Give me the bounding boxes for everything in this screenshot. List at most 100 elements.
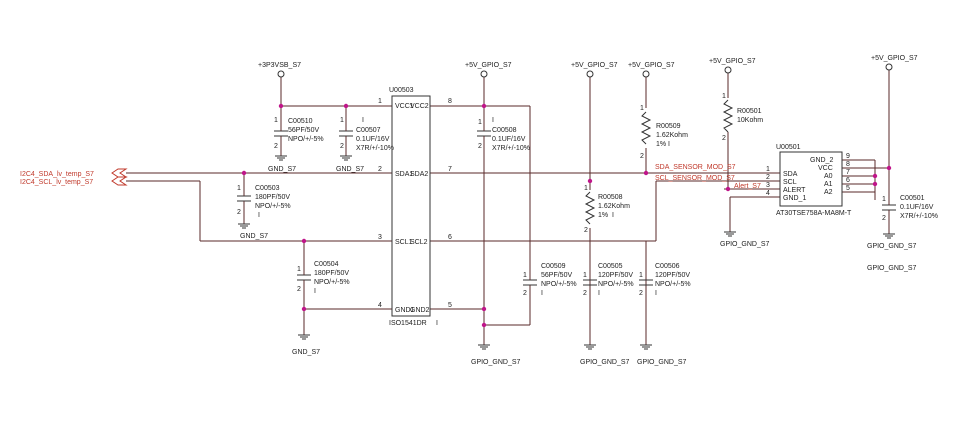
svg-text:X7R/+/-10%: X7R/+/-10% (492, 145, 530, 152)
ground-symbol-gp4: GPIO_GND_S7 (720, 231, 770, 248)
sensor-pin-num-8: 8 (846, 161, 850, 168)
sensor-pin-num-2: 2 (766, 174, 770, 181)
ground-g2-label: GND_S7 (336, 166, 364, 173)
svg-text:1.62Kohm: 1.62Kohm (598, 203, 630, 210)
capacitor-c00509: 1 2 C00509 56PF/50V NPO/+/-5% I (523, 263, 577, 297)
svg-text:I: I (612, 212, 614, 219)
sensor-pin-num-5: 5 (846, 185, 850, 192)
capacitor-c00510: 1 2 C00510 56PF/50V NPO/+/-5% (274, 117, 324, 152)
c00503-ref: C00503 (255, 185, 280, 192)
iso-pin-num-7: 7 (448, 166, 452, 173)
svg-text:2: 2 (640, 153, 644, 160)
svg-text:2: 2 (583, 290, 587, 297)
svg-text:2: 2 (722, 135, 726, 142)
port-sda-label: I2C4_SDA_lv_temp_S7 (20, 171, 94, 178)
temp-sensor-chip: U00501 AT30TSE758A-MA8M-T SDA SCL ALERT … (766, 144, 852, 217)
svg-text:1: 1 (478, 119, 482, 126)
ground-symbol-gp5: GPIO_GND_S7 GPIO_GND_S7 (867, 233, 917, 272)
capacitor-c00507: 1 2 I C00507 0.1UF/16V X7R/+/-10% (339, 117, 394, 152)
junctions (241, 103, 892, 328)
sensor-pin-gnd1: GND_1 (783, 195, 806, 202)
svg-text:2: 2 (882, 215, 886, 222)
c00506-ref: C00506 (655, 263, 680, 270)
port-scl: I2C4_SCL_lv_temp_S7 (20, 176, 128, 186)
c00505-ref: C00505 (598, 263, 623, 270)
ground-gp3-label: GPIO_GND_S7 (637, 359, 687, 366)
ground-gp1-label: GPIO_GND_S7 (471, 359, 521, 366)
svg-text:2: 2 (523, 290, 527, 297)
net-labels: SDA_SENSOR_MOD_S7 SCL_SENSOR_MOD_S7 Aler… (655, 164, 761, 190)
net-sda-mod: SDA_SENSOR_MOD_S7 (655, 164, 736, 171)
svg-text:2: 2 (237, 209, 241, 216)
svg-text:1: 1 (584, 185, 588, 192)
c00507-ref: C00507 (356, 127, 381, 134)
iso-pin-num-4: 4 (378, 302, 382, 309)
ground-symbol-g4: GND_S7 (292, 334, 320, 356)
port-sda: I2C4_SDA_lv_temp_S7 (20, 168, 128, 178)
svg-text:56PF/50V: 56PF/50V (288, 127, 319, 134)
iso-pin-sda1: SDA1 (395, 171, 413, 178)
iso-pin-vcc2: VCC2 (410, 103, 429, 110)
sensor-pin-alert: ALERT (783, 187, 806, 194)
svg-text:1%: 1% (656, 141, 666, 148)
ground-g4-label: GND_S7 (292, 349, 320, 356)
c00508-ref: C00508 (492, 127, 517, 134)
svg-text:I: I (598, 290, 600, 297)
ground-gp5-label: GPIO_GND_S7 (867, 243, 917, 250)
wires (126, 70, 890, 345)
svg-text:I: I (492, 117, 494, 124)
ground-symbol-g1: GND_S7 (268, 155, 296, 173)
sensor-pin-num-1: 1 (766, 166, 770, 173)
port-scl-label: I2C4_SCL_lv_temp_S7 (20, 179, 93, 186)
svg-text:0.1UF/16V: 0.1UF/16V (900, 204, 934, 211)
net-alert: Alert_S7 (734, 183, 761, 190)
c00510-ref: C00510 (288, 118, 313, 125)
svg-text:1: 1 (297, 266, 301, 273)
ground-gp5-label-2: GPIO_GND_S7 (867, 265, 917, 272)
iso-part: ISO1541DR (389, 320, 427, 327)
power-rail-3p3-label: +3P3VSB_S7 (258, 62, 301, 69)
isolator-chip: U00503 ISO1541DR I VCC1 SDA1 SCL1 GND1 V… (378, 87, 452, 327)
iso-pin-scl2: SCL2 (410, 239, 428, 246)
svg-text:NPO/+/-5%: NPO/+/-5% (541, 281, 577, 288)
capacitor-c00501: 1 2 C00501 0.1UF/16V X7R/+/-10% (882, 195, 938, 222)
svg-text:X7R/+/-10%: X7R/+/-10% (900, 213, 938, 220)
c00509-ref: C00509 (541, 263, 566, 270)
iso-pin-sda2: SDA2 (410, 171, 428, 178)
iso-pin-gnd1: GND1 (395, 307, 415, 314)
c00501-ref: C00501 (900, 195, 925, 202)
svg-text:0.1UF/16V: 0.1UF/16V (492, 136, 526, 143)
resistor-r00509: 1 2 R00509 1.62Kohm 1% I (640, 105, 688, 160)
iso-pin-num-6: 6 (448, 234, 452, 241)
svg-text:180PF/50V: 180PF/50V (314, 270, 349, 277)
svg-text:NPO/+/-5%: NPO/+/-5% (314, 279, 350, 286)
svg-text:1: 1 (722, 93, 726, 100)
svg-text:1%: 1% (598, 212, 608, 219)
capacitor-c00505: 1 2 C00505 120PF/50V NPO/+/-5% I (583, 263, 634, 297)
svg-text:1: 1 (583, 272, 587, 279)
sensor-pin-num-3: 3 (766, 182, 770, 189)
svg-text:56PF/50V: 56PF/50V (541, 272, 572, 279)
svg-text:180PF/50V: 180PF/50V (255, 194, 290, 201)
ground-g3-label: GND_S7 (240, 233, 268, 240)
power-rail-5v-d: +5V_GPIO_S7 (709, 58, 756, 74)
iso-pin-num-8: 8 (448, 98, 452, 105)
resistor-r00508: 1 2 R00508 1.62Kohm 1% I (584, 185, 630, 234)
ground-symbol-gp3: GPIO_GND_S7 (637, 344, 687, 366)
svg-text:I: I (362, 117, 364, 124)
sensor-pin-a2: A2 (824, 189, 833, 196)
iso-pin-num-3: 3 (378, 234, 382, 241)
sensor-pin-num-7: 7 (846, 169, 850, 176)
power-rail-3p3: +3P3VSB_S7 (258, 62, 301, 78)
svg-text:1: 1 (640, 105, 644, 112)
resistor-r00501: 1 2 R00501 10Kohm (722, 93, 763, 142)
net-scl-mod: SCL_SENSOR_MOD_S7 (655, 175, 735, 182)
svg-text:1: 1 (274, 117, 278, 124)
power-rail-5v-e-label: +5V_GPIO_S7 (871, 55, 918, 62)
svg-text:2: 2 (478, 143, 482, 150)
sensor-pin-a0: A0 (824, 173, 833, 180)
sensor-pin-num-6: 6 (846, 177, 850, 184)
capacitor-c00508: 1 2 I C00508 0.1UF/16V X7R/+/-10% (477, 117, 530, 152)
svg-text:NPO/+/-5%: NPO/+/-5% (255, 203, 291, 210)
